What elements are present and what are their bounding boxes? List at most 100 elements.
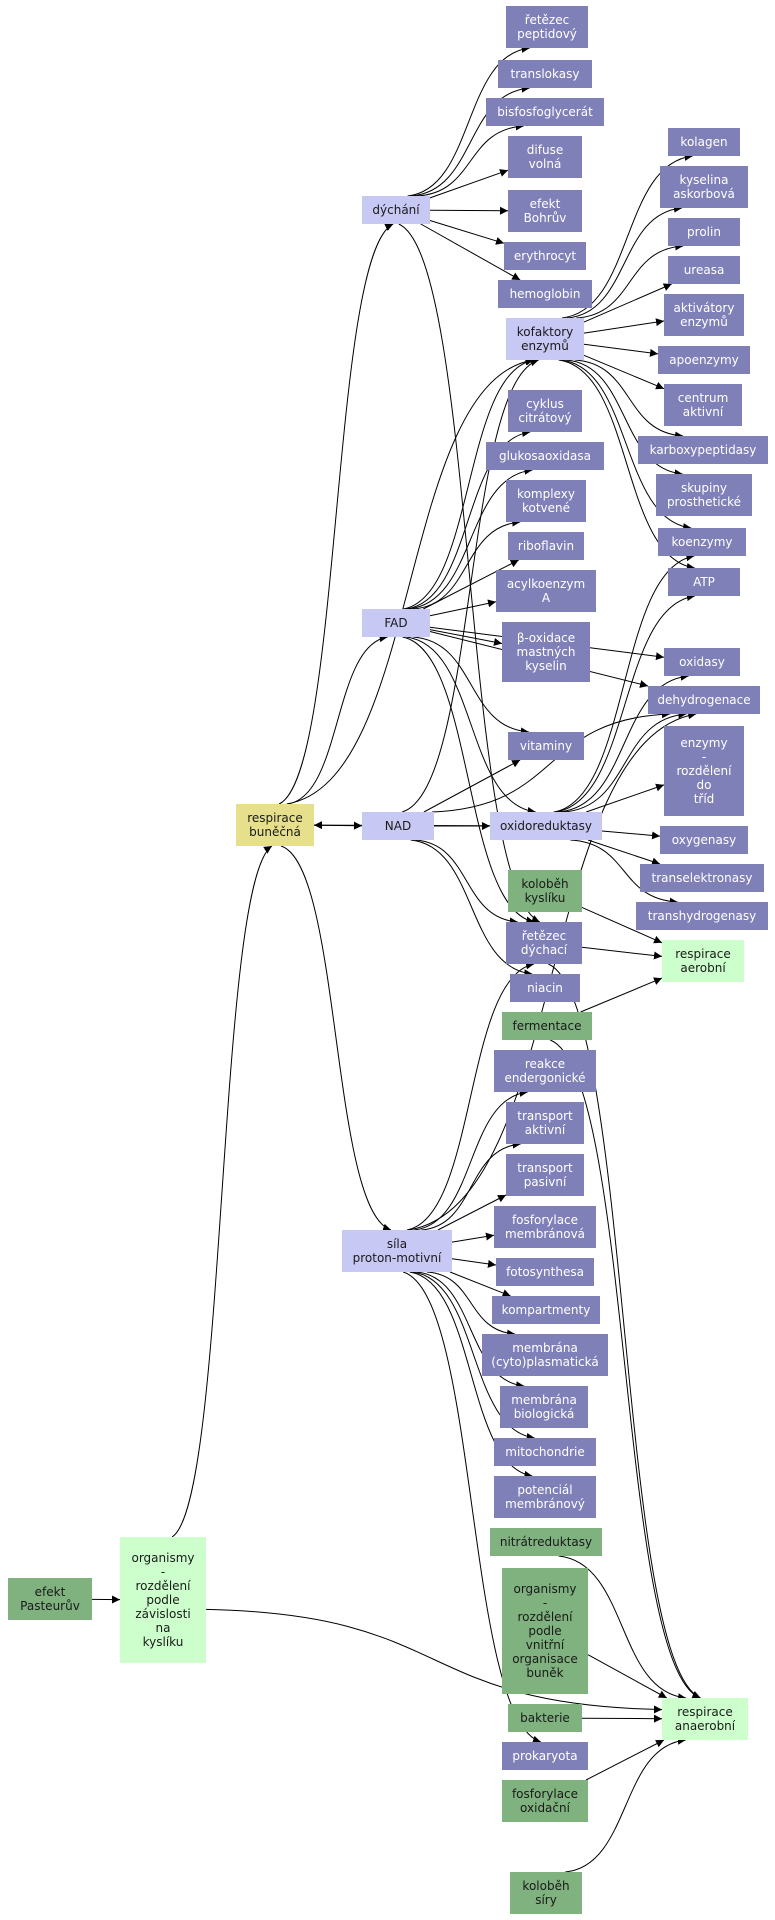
node-transport-pasivni: transport pasivní: [506, 1154, 584, 1196]
node-kompartmenty: kompartmenty: [492, 1296, 600, 1324]
edge-sila-to-fosforylace-membranova: [451, 1232, 495, 1243]
node-centrum-aktivni: centrum aktivní: [664, 384, 742, 426]
edge-nad-to-niacin: [410, 839, 533, 978]
edge-dychani-to-hemoglobin: [420, 223, 521, 281]
edge-oxidoreduktasy-to-dehydrogenace: [563, 710, 687, 813]
edge-oxidoreduktasy-to-koenzymy: [553, 553, 695, 813]
node-organismy-organisace: organismy - rozdělení podle vnitřní orga…: [502, 1568, 588, 1694]
node-apoenzymy: apoenzymy: [658, 346, 750, 374]
edge-kofaktory-to-centrum-aktivni: [583, 354, 665, 390]
node-komplexy-kotvene: komplexy kotvené: [506, 480, 586, 522]
node-aktivatory-enzymu: aktivátory enzymů: [664, 294, 744, 336]
node-ureasa: ureasa: [668, 256, 740, 284]
node-fad: FAD: [362, 609, 430, 637]
node-retezec-dychaci: řetězec dýchací: [506, 922, 582, 964]
edge-sila-to-membrana-cyto: [426, 1271, 516, 1338]
node-bisfosfoglycerat: bisfosfoglycerát: [486, 98, 604, 126]
node-koenzymy: koenzymy: [658, 528, 746, 556]
node-oxidoreduktasy: oxidoreduktasy: [490, 812, 602, 840]
edge-kofaktory-to-kyselina-askorbova: [566, 204, 683, 319]
edge-nad-to-kofaktory: [402, 358, 539, 813]
node-vitaminy: vitaminy: [508, 732, 584, 760]
node-sila: síla proton-motivní: [342, 1230, 452, 1272]
edge-nitratreduktasy-to-respirace-anaerobni: [558, 1555, 687, 1702]
edge-kofaktory-to-koenzymy: [561, 359, 692, 532]
edge-fad-to-glukosaoxidasa: [408, 466, 533, 610]
edge-respirace-bunecna-to-fad: [287, 634, 388, 805]
edge-respirace-bunecna-to-sila: [280, 845, 392, 1232]
edge-dychani-to-efekt-bohruv: [429, 206, 509, 215]
edge-dychani-to-difuse-volna: [429, 169, 509, 199]
node-hemoglobin: hemoglobin: [498, 280, 592, 308]
edge-fosforylace-oxidacni-to-respirace-anaerobni: [585, 1739, 665, 1781]
node-respirace-anaerobni: respirace anaerobní: [662, 1698, 748, 1740]
node-kyselina-askorbova: kyselina askorbová: [660, 166, 748, 208]
edge-nad-to-retezec-dychaci: [415, 839, 518, 926]
node-transelektronasy: transelektronasy: [640, 864, 764, 892]
node-atp: ATP: [668, 568, 740, 596]
node-niacin: niacin: [510, 974, 580, 1002]
edge-respirace-bunecna-to-dychani: [278, 223, 394, 805]
edge-sila-to-mitochondrie: [412, 1271, 535, 1441]
edge-kolobeh-kysliku-to-respirace-aerobni: [581, 906, 663, 944]
node-cyklus-citratovy: cyklus citrátový: [508, 390, 582, 432]
node-membrana-cyto: membrána (cyto)plasmatická: [482, 1334, 608, 1376]
node-retezec-peptidovy: řetězec peptidový: [506, 6, 588, 48]
node-difuse-volna: difuse volná: [508, 136, 582, 178]
node-organismy-kysliku: organismy - rozdělení podle závislosti n…: [120, 1537, 206, 1663]
edge-dychani-to-translokasy: [411, 84, 530, 197]
edge-sila-to-transport-pasivni: [437, 1194, 507, 1231]
node-dychani: dýchání: [362, 196, 430, 224]
node-kofaktory: kofaktory enzymů: [506, 318, 584, 360]
edge-kolobeh-siry-to-respirace-anaerobni: [565, 1736, 686, 1873]
edge-organismy-organisace-to-respirace-anaerobni: [587, 1654, 668, 1699]
node-fermentace: fermentace: [502, 1012, 592, 1040]
node-beta-oxidace: β-oxidace mastných kyselin: [502, 622, 590, 682]
edge-respirace-bunecna-to-kofaktory: [286, 357, 534, 805]
edge-sila-to-reakce-endergonicke: [414, 1088, 528, 1231]
node-respirace-bunecna: respirace buněčná: [236, 804, 314, 846]
node-prokaryota: prokaryota: [502, 1742, 588, 1770]
node-glukosaoxidasa: glukosaoxidasa: [486, 442, 604, 470]
edge-kofaktory-to-aktivatory-enzymu: [583, 318, 665, 334]
edge-sila-to-transport-aktivni: [421, 1140, 521, 1231]
node-erythrocyt: erythrocyt: [504, 242, 586, 270]
edge-nad-to-dehydrogenace: [431, 710, 671, 813]
edge-kofaktory-to-apoenzymy: [583, 343, 659, 357]
node-skupiny-prostheticke: skupiny prosthetické: [656, 474, 752, 516]
edge-sila-to-fotosynthesa: [451, 1258, 497, 1268]
node-respirace-aerobni: respirace aerobní: [662, 940, 744, 982]
node-riboflavin: riboflavin: [508, 532, 584, 560]
edge-sila-to-kompartmenty: [449, 1271, 511, 1297]
edge-fad-to-vitaminy: [413, 636, 529, 736]
node-acylkoenzym-a: acylkoenzym A: [496, 570, 596, 612]
node-nad: NAD: [362, 812, 434, 840]
edge-kofaktory-to-kolagen: [561, 152, 693, 319]
node-enzymy-rozdeleni: enzymy - rozdělení do tříd: [664, 726, 744, 816]
edge-sila-to-dehydrogenace: [408, 711, 697, 1231]
edge-organismy-kysliku-to-respirace-bunecna: [171, 845, 273, 1538]
node-oxygenasy: oxygenasy: [660, 826, 748, 854]
edge-fad-to-acylkoenzym-a: [429, 599, 497, 617]
node-kolobeh-kysliku: koloběh kyslíku: [508, 870, 582, 912]
edge-oxidoreduktasy-to-transhydrogenasy: [570, 839, 678, 906]
node-dehydrogenace: dehydrogenace: [648, 686, 760, 714]
node-transport-aktivni: transport aktivní: [506, 1102, 584, 1144]
edge-fad-to-kofaktory: [403, 357, 535, 610]
node-oxidasy: oxidasy: [664, 648, 740, 676]
edge-fad-to-oxidoreduktasy: [406, 636, 536, 815]
edge-oxidoreduktasy-to-oxidasy: [559, 672, 689, 813]
edge-fad-to-beta-oxidace: [429, 629, 503, 646]
edge-organismy-kysliku-to-respirace-anaerobni: [205, 1608, 663, 1714]
edge-kofaktory-to-karboxypeptidasy: [574, 359, 684, 440]
edge-oxidoreduktasy-to-transelektronasy: [587, 839, 661, 866]
edge-kofaktory-to-ureasa: [583, 283, 672, 323]
node-kolagen: kolagen: [668, 128, 740, 156]
node-potencial-membranovy: potenciál membránový: [494, 1476, 596, 1518]
node-nitratreduktasy: nitrátreduktasy: [490, 1528, 602, 1556]
edge-retezec-dychaci-to-respirace-aerobni: [581, 946, 663, 960]
edge-nad-to-vitaminy: [423, 759, 521, 813]
node-translokasy: translokasy: [498, 60, 592, 88]
edge-bakterie-to-respirace-anaerobni: [581, 1714, 663, 1723]
